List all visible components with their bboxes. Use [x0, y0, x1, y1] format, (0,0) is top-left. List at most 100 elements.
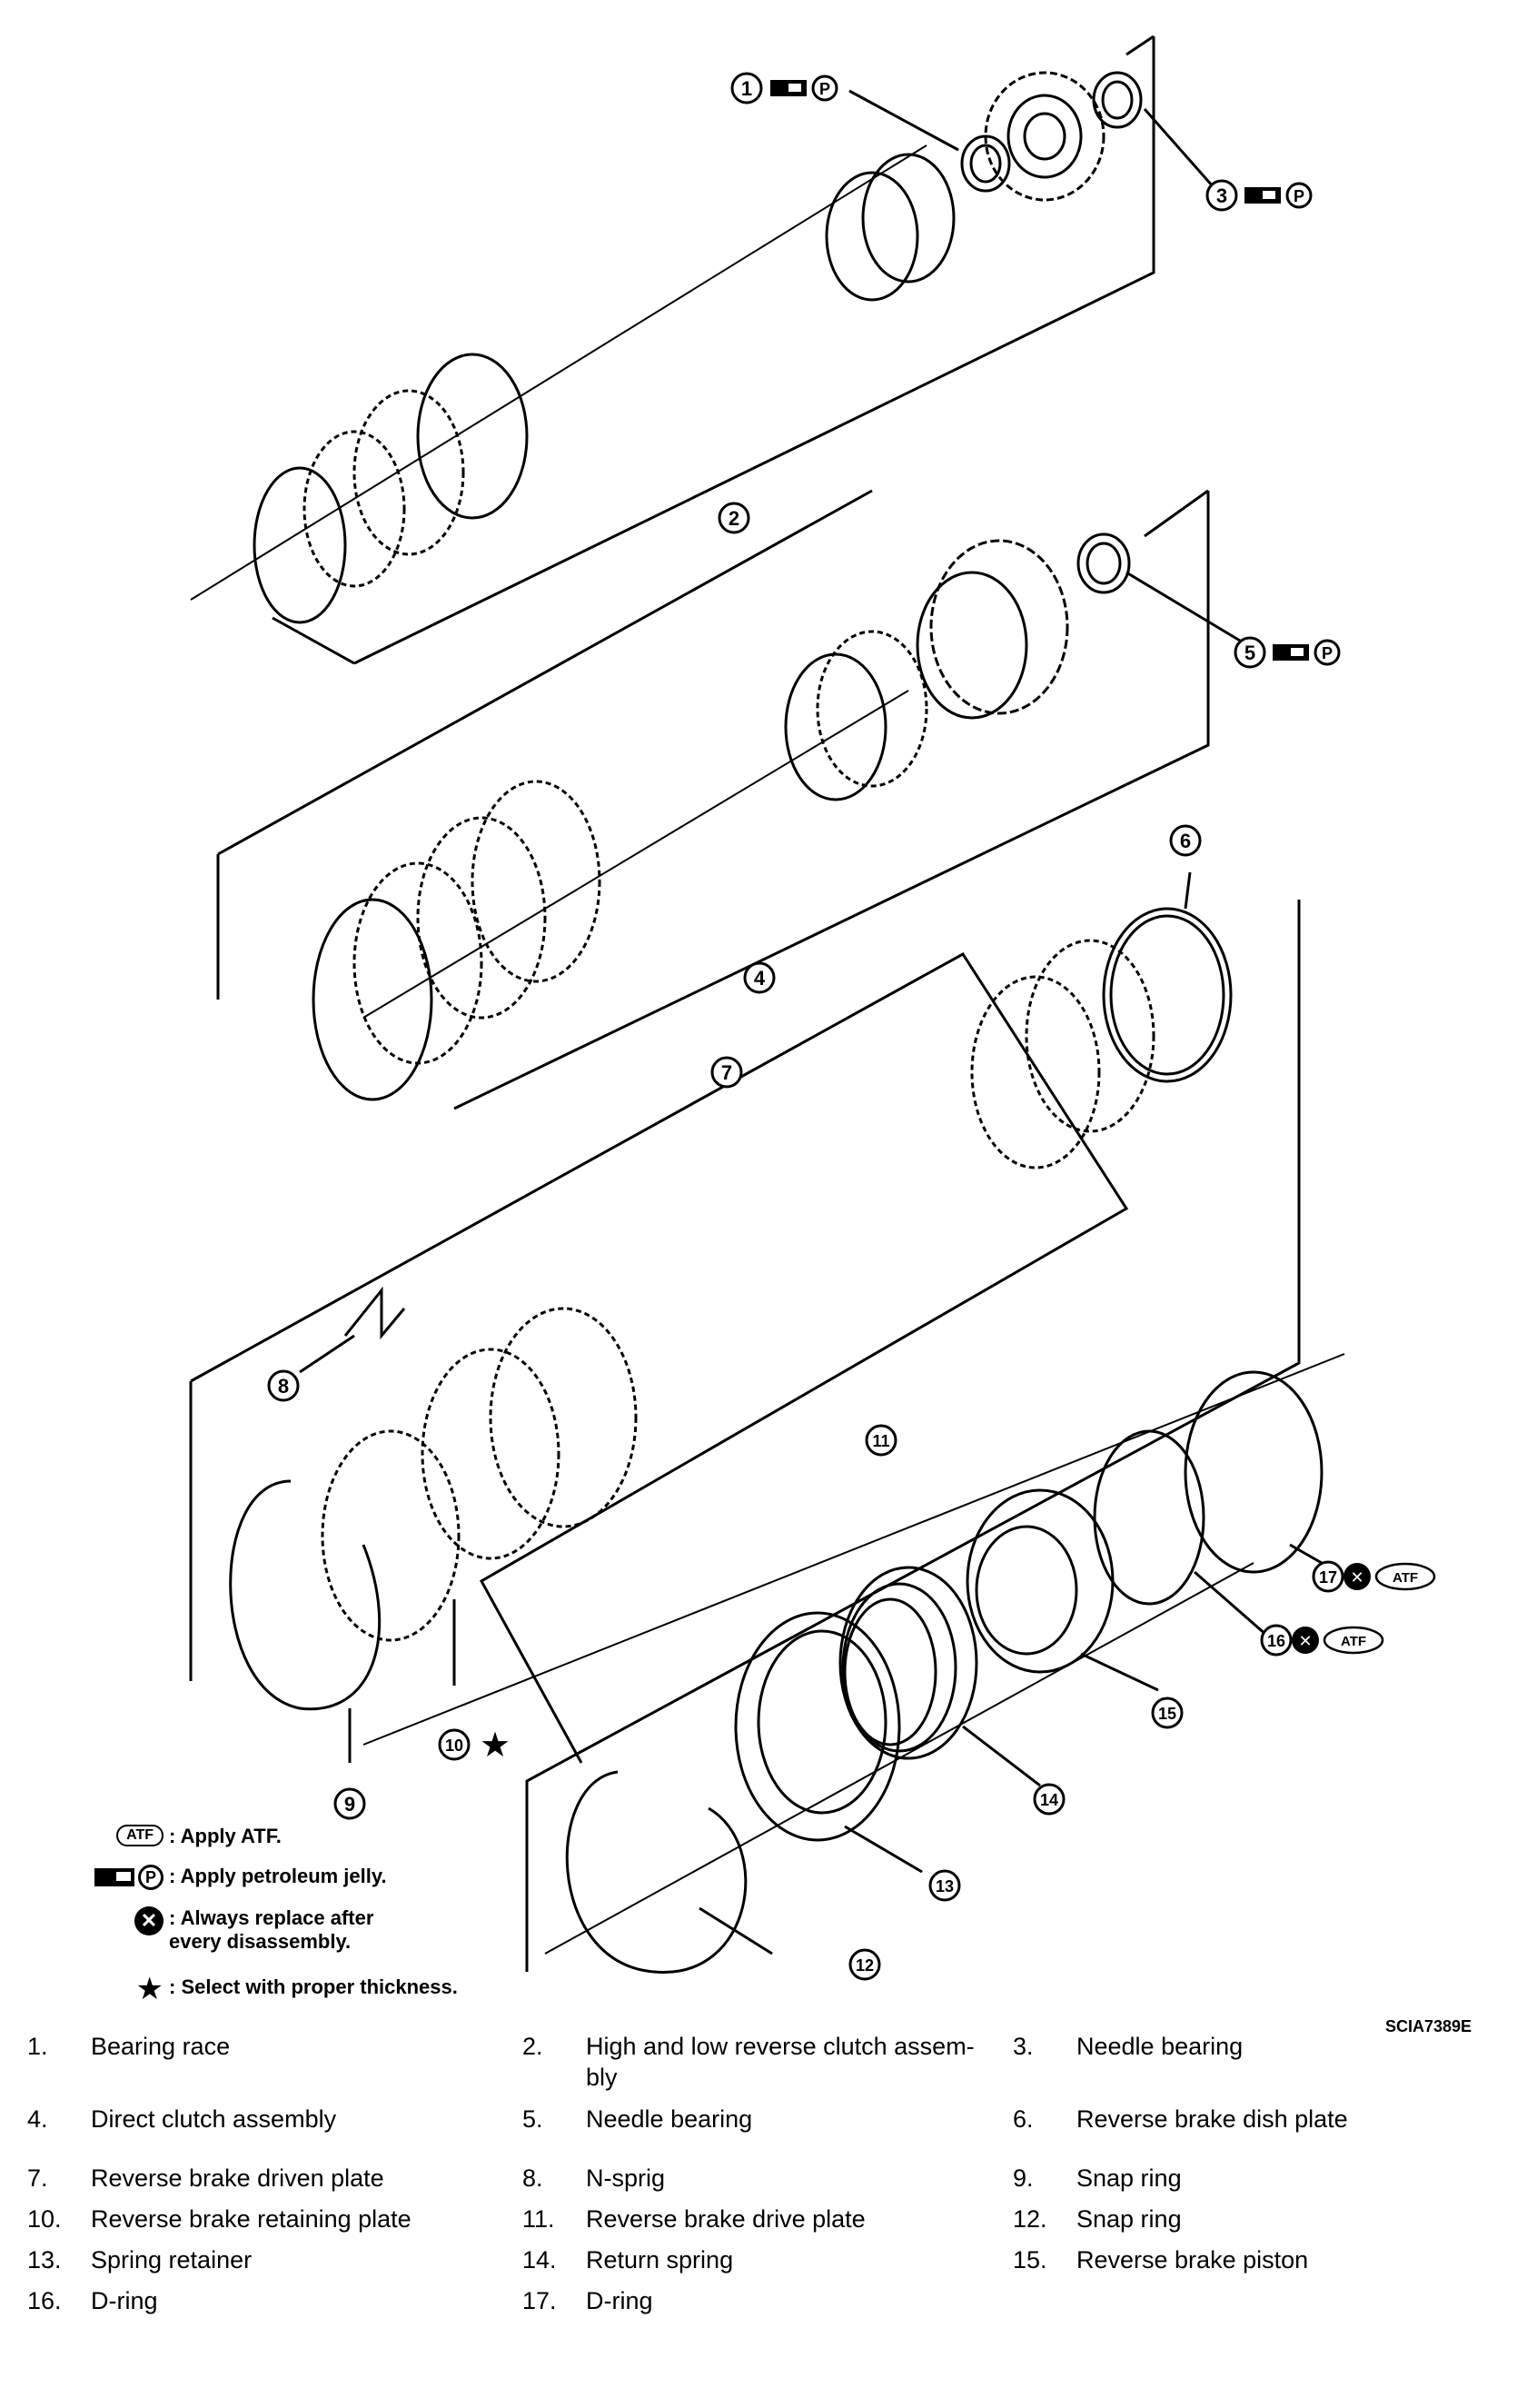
part-15-brake-piston	[966, 1488, 1115, 1674]
symbol-legend: ATF : Apply ATF. P : Apply petroleum jel…	[36, 1825, 545, 2015]
svg-text:★: ★	[480, 1725, 511, 1765]
part-item-5: 5.Needle bearing	[522, 2105, 753, 2133]
svg-text:✕: ✕	[1350, 1568, 1363, 1587]
svg-text:9: 9	[344, 1793, 355, 1816]
part-item-11: 11.Reverse brake drive plate	[522, 2205, 866, 2233]
callout-9: 9	[333, 1787, 366, 1820]
legend-text-star: : Select with proper thickness.	[169, 1975, 458, 1998]
axis-line-4	[362, 690, 909, 1019]
svg-text:15: 15	[1158, 1705, 1176, 1723]
part-item-1: 1.Bearing race	[27, 2033, 231, 2060]
legend-text-jelly: : Apply petroleum jelly.	[169, 1865, 387, 1887]
part-11-drive-plate-a	[489, 1307, 638, 1528]
part-item-9: 9.Snap ring	[1013, 2164, 1182, 2192]
callout-8: 8	[267, 1369, 300, 1402]
part-item-2: 2.High and low reverse clutch assem- bly	[522, 2033, 975, 2091]
callout-14: 14	[1033, 1783, 1066, 1816]
svg-text:7: 7	[721, 1061, 732, 1084]
part-4-plate-a	[816, 630, 928, 788]
symbols-callout-1: P	[770, 75, 838, 102]
part-item-14: 14.Return spring	[522, 2246, 734, 2274]
legend-row-replace: ✕ : Always replace after every disassemb…	[36, 1906, 373, 1954]
svg-text:13: 13	[936, 1877, 954, 1896]
symbols-callout-16: ✕ ATF	[1292, 1626, 1384, 1655]
part-item-12: 12.Snap ring	[1013, 2205, 1182, 2233]
part-item-15: 15.Reverse brake piston	[1013, 2246, 1309, 2274]
svg-text:4: 4	[754, 967, 766, 990]
part-14-return-spring	[838, 1566, 978, 1760]
axis-line-2	[190, 144, 927, 601]
part-item-13: 13.Spring retainer	[27, 2246, 253, 2274]
callout-11: 11	[865, 1424, 897, 1457]
legend-text-atf: : Apply ATF.	[169, 1825, 282, 1847]
part-12-snap-ring	[565, 1770, 748, 1974]
part-item-17: 17.D-ring	[522, 2287, 653, 2314]
part-16-d-ring	[1093, 1429, 1205, 1606]
part-item-16: 16.D-ring	[27, 2287, 158, 2314]
callout-17: 17	[1312, 1560, 1344, 1593]
part-6-dish-plate	[1102, 907, 1233, 1083]
exploded-view-diagram: 1 2 3 4 5 6 7 8 9 10 11 12 13 14 15 16 1…	[189, 35, 1436, 1981]
callout-10: 10	[438, 1728, 471, 1761]
part-item-10: 10.Reverse brake retaining plate	[27, 2205, 411, 2233]
part-17-d-ring	[1184, 1370, 1324, 1574]
svg-text:6: 6	[1180, 830, 1191, 852]
replace-icon: ✕	[134, 1906, 164, 1935]
callout-13: 13	[928, 1869, 961, 1902]
svg-text:16: 16	[1267, 1632, 1285, 1650]
legend-row-jelly: P : Apply petroleum jelly.	[36, 1865, 387, 1890]
callout-2: 2	[718, 502, 750, 534]
part-2-snap-ring	[253, 466, 347, 624]
legend-row-atf: ATF : Apply ATF.	[36, 1825, 282, 1848]
callout-12: 12	[848, 1948, 881, 1981]
symbols-callout-17: ✕ ATF	[1343, 1562, 1436, 1591]
symbols-callout-3: P	[1244, 182, 1313, 209]
axis-line-11	[362, 1353, 1345, 1746]
part-item-3: 3.Needle bearing	[1013, 2033, 1244, 2060]
part-4-clutch-drum	[929, 539, 1069, 715]
star-icon: ★	[135, 1972, 164, 2006]
part-7-driven-plate-a	[1025, 939, 1155, 1133]
legend-text-replace: : Always replace after every disassembly…	[169, 1906, 374, 1953]
petroleum-jelly-icon	[94, 1868, 134, 1886]
symbols-callout-5: P	[1273, 639, 1341, 666]
figure-code: SCIA7389E	[1384, 2017, 1472, 2035]
callout-1: 1	[730, 72, 763, 104]
legend-row-star: ★ : Select with proper thickness.	[36, 1972, 458, 2006]
atf-icon: ATF	[116, 1825, 164, 1846]
part-10-retaining-plate	[321, 1429, 461, 1642]
part-item-4: 4.Direct clutch assembly	[27, 2105, 337, 2133]
part-4-snap-ring	[312, 898, 433, 1101]
star-callout-10: ★	[480, 1725, 511, 1765]
part-8-n-spring	[343, 1286, 406, 1340]
callout-3: 3	[1205, 179, 1238, 212]
callout-5: 5	[1234, 636, 1266, 669]
svg-text:14: 14	[1040, 1791, 1058, 1809]
svg-text:ATF: ATF	[1341, 1634, 1366, 1649]
group-outline-2	[272, 35, 1155, 665]
svg-text:P: P	[1322, 644, 1333, 662]
svg-text:12: 12	[856, 1956, 874, 1975]
part-9-snap-ring	[229, 1479, 382, 1711]
callout-16: 16	[1260, 1624, 1293, 1657]
svg-text:3: 3	[1216, 184, 1227, 207]
svg-text:P: P	[819, 80, 830, 98]
part-item-7: 7.Reverse brake driven plate	[27, 2164, 384, 2192]
svg-text:P: P	[1294, 187, 1304, 205]
group-outline-4	[216, 489, 1210, 1110]
part-item-8: 8.N-sprig	[522, 2164, 666, 2192]
part-item-6: 6.Reverse brake dish plate	[1013, 2105, 1348, 2133]
group-outline-7	[189, 900, 1301, 1972]
svg-text:1: 1	[741, 77, 752, 100]
callout-15: 15	[1151, 1697, 1184, 1729]
svg-text:10: 10	[445, 1736, 463, 1755]
svg-text:ATF: ATF	[1393, 1570, 1418, 1586]
svg-text:11: 11	[872, 1432, 889, 1450]
svg-text:8: 8	[278, 1375, 289, 1398]
svg-text:17: 17	[1319, 1568, 1337, 1587]
callout-4: 4	[743, 961, 776, 994]
part-2-plate-a	[861, 153, 956, 284]
callout-7: 7	[710, 1056, 743, 1089]
svg-text:2: 2	[729, 507, 739, 530]
part-3-needle-bearing	[1092, 71, 1143, 129]
